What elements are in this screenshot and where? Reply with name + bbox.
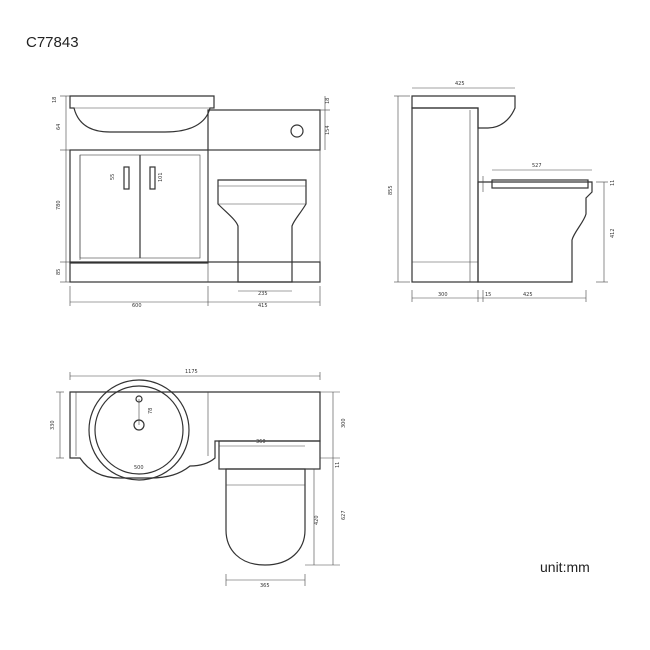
dim-pan-projection: 527 (532, 163, 542, 169)
product-code: C77843 (26, 34, 79, 51)
dim-overall-width: 1175 (185, 369, 198, 375)
dim-pan-top: 101 (158, 172, 164, 182)
dim-pan-length: 420 (314, 515, 320, 525)
plan-basin-inner (94, 385, 184, 475)
plan-basin-bowl (88, 379, 190, 481)
dim-base-right: 425 (523, 292, 533, 298)
toilet-front (217, 179, 307, 283)
dim-cabinet-height: 780 (56, 200, 62, 210)
dim-pan-top-gap: 11 (610, 180, 616, 186)
flush-button (290, 124, 304, 138)
plinth (69, 261, 321, 283)
unit-label: unit:mm (540, 559, 590, 575)
dim-overall-height: 855 (388, 185, 394, 195)
side-view: 425 855 527 11 412 300 15 425 (388, 81, 616, 302)
side-basin (411, 95, 516, 129)
dim-vanity-depth: 330 (50, 420, 56, 430)
dim-basin-width: 500 (134, 465, 144, 471)
vanity-cabinet (69, 149, 209, 264)
dim-base-left: 300 (438, 292, 448, 298)
basin-outline (69, 95, 215, 133)
dim-pan-width: 365 (260, 583, 270, 589)
dim-basin-depth: 64 (56, 124, 62, 130)
dim-cistern-width: 360 (256, 439, 266, 445)
dim-gap: 15 (485, 292, 491, 298)
dim-right-depth: 300 (341, 418, 347, 428)
side-cabinet (411, 107, 479, 283)
dim-handle: 55 (110, 174, 116, 180)
side-toilet (477, 181, 593, 283)
dim-basin-lip: 18 (52, 97, 58, 103)
dim-cistern-top: 18 (325, 98, 331, 104)
dim-plan-gap: 11 (335, 462, 341, 468)
dim-wc-width: 415 (258, 303, 268, 309)
door-handle-left (123, 166, 130, 190)
dim-total-length: 627 (341, 510, 347, 520)
dim-cistern-height: 154 (325, 125, 331, 135)
dim-vanity-width: 600 (132, 303, 142, 309)
dim-tap-offset: 78 (148, 408, 154, 414)
plan-view: 1175 330 78 500 360 300 11 420 627 365 (50, 369, 347, 589)
door-handle-right (149, 166, 156, 190)
front-view: 18 64 18 154 55 101 780 85 235 600 415 (52, 95, 331, 309)
plan-toilet-bowl (225, 468, 306, 566)
dim-top-depth: 425 (455, 81, 465, 87)
plan-vanity-outline (69, 391, 321, 479)
dim-pan-height: 412 (610, 228, 616, 238)
plan-cistern (218, 440, 321, 470)
dim-plinth: 85 (56, 269, 62, 275)
dim-pan-base: 235 (258, 291, 268, 297)
